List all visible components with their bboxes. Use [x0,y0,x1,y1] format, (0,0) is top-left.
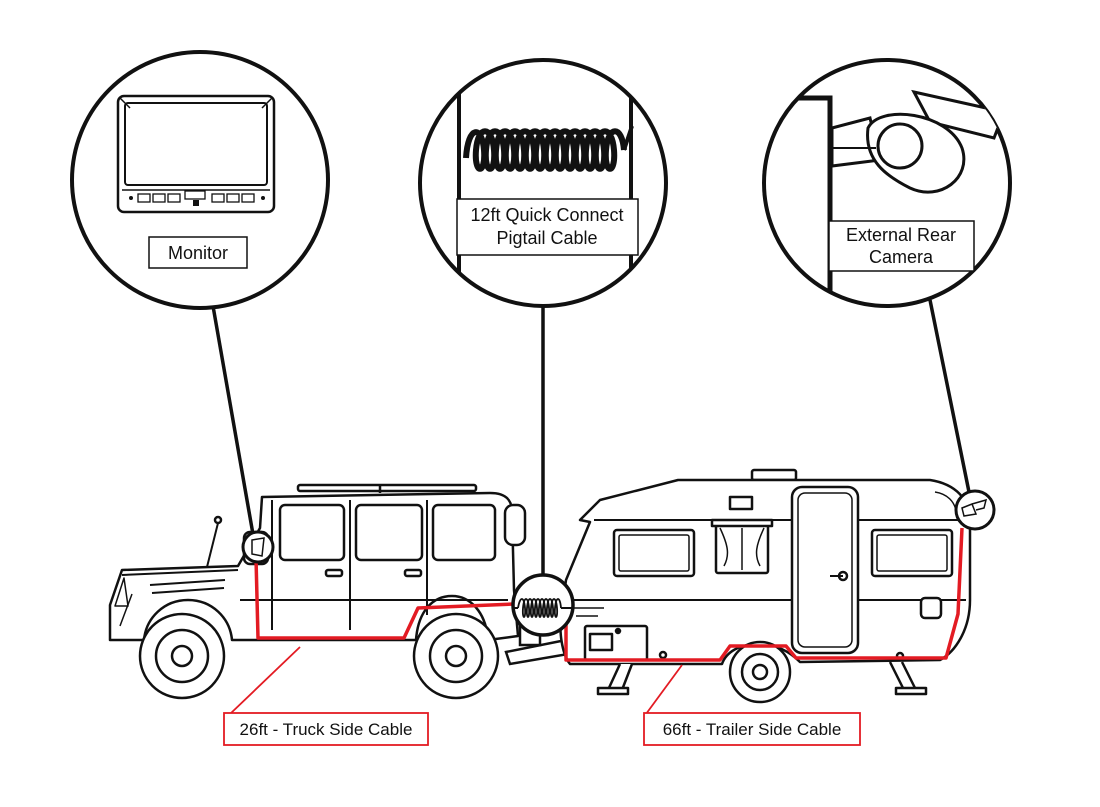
camera-leader [928,299,971,493]
middle-window [354,503,424,562]
roof-rack [296,483,478,493]
truck-cable-label-text: 26ft - Truck Side Cable [240,720,413,739]
truck-rear-wheel [412,612,500,700]
spare-tire [503,503,527,547]
monitor-icon [116,94,276,214]
truck-front-wheel [138,612,226,700]
coiled-cable-icon [463,125,634,172]
trailer-door [790,485,860,655]
truck-cable-label-leader [229,646,301,715]
camera-label-box [828,220,975,272]
front-window [278,503,346,562]
monitor-marker [241,530,275,564]
rear-jack [888,661,928,696]
monitor-leader [211,305,256,541]
truck [108,483,527,700]
monitor-label: Monitor [168,243,228,263]
pigtail-marker [511,573,575,637]
front-jack [596,663,634,696]
license-plate [583,624,649,662]
trailer-cable-label: 66ft - Trailer Side Cable [643,664,861,746]
trailer-cable-label-box [643,712,861,746]
roof-vent [750,468,798,482]
detail-markers [241,489,996,637]
monitor-label-box [148,236,248,269]
truck-cable-label-box [223,712,429,746]
leader-lines [211,299,971,578]
camera-marker [954,489,996,531]
trailer-cable-route [564,527,964,662]
camera-label-line2: Camera [869,247,934,267]
pigtail-label-line2: Pigtail Cable [496,228,597,248]
trailer-cable-label-text: 66ft - Trailer Side Cable [663,720,842,739]
camera-callout: External Rear Camera [762,58,1012,308]
camera-label-line1: External Rear [846,225,956,245]
side-hatch [919,596,943,620]
truck-antenna [206,522,219,568]
trailer-cable-label-leader [645,664,683,715]
truck-cable-label: 26ft - Truck Side Cable [223,646,429,746]
rear-window [431,503,497,562]
trailer [559,468,972,704]
camera-icon [764,89,1007,300]
pigtail-label-line1: 12ft Quick Connect [470,205,623,225]
trailer-wheel [728,640,792,704]
pigtail-label-box [456,198,639,256]
pigtail-callout: 12ft Quick Connect Pigtail Cable [418,58,668,308]
curtain-window [710,518,774,575]
monitor-callout: Monitor [70,50,330,310]
